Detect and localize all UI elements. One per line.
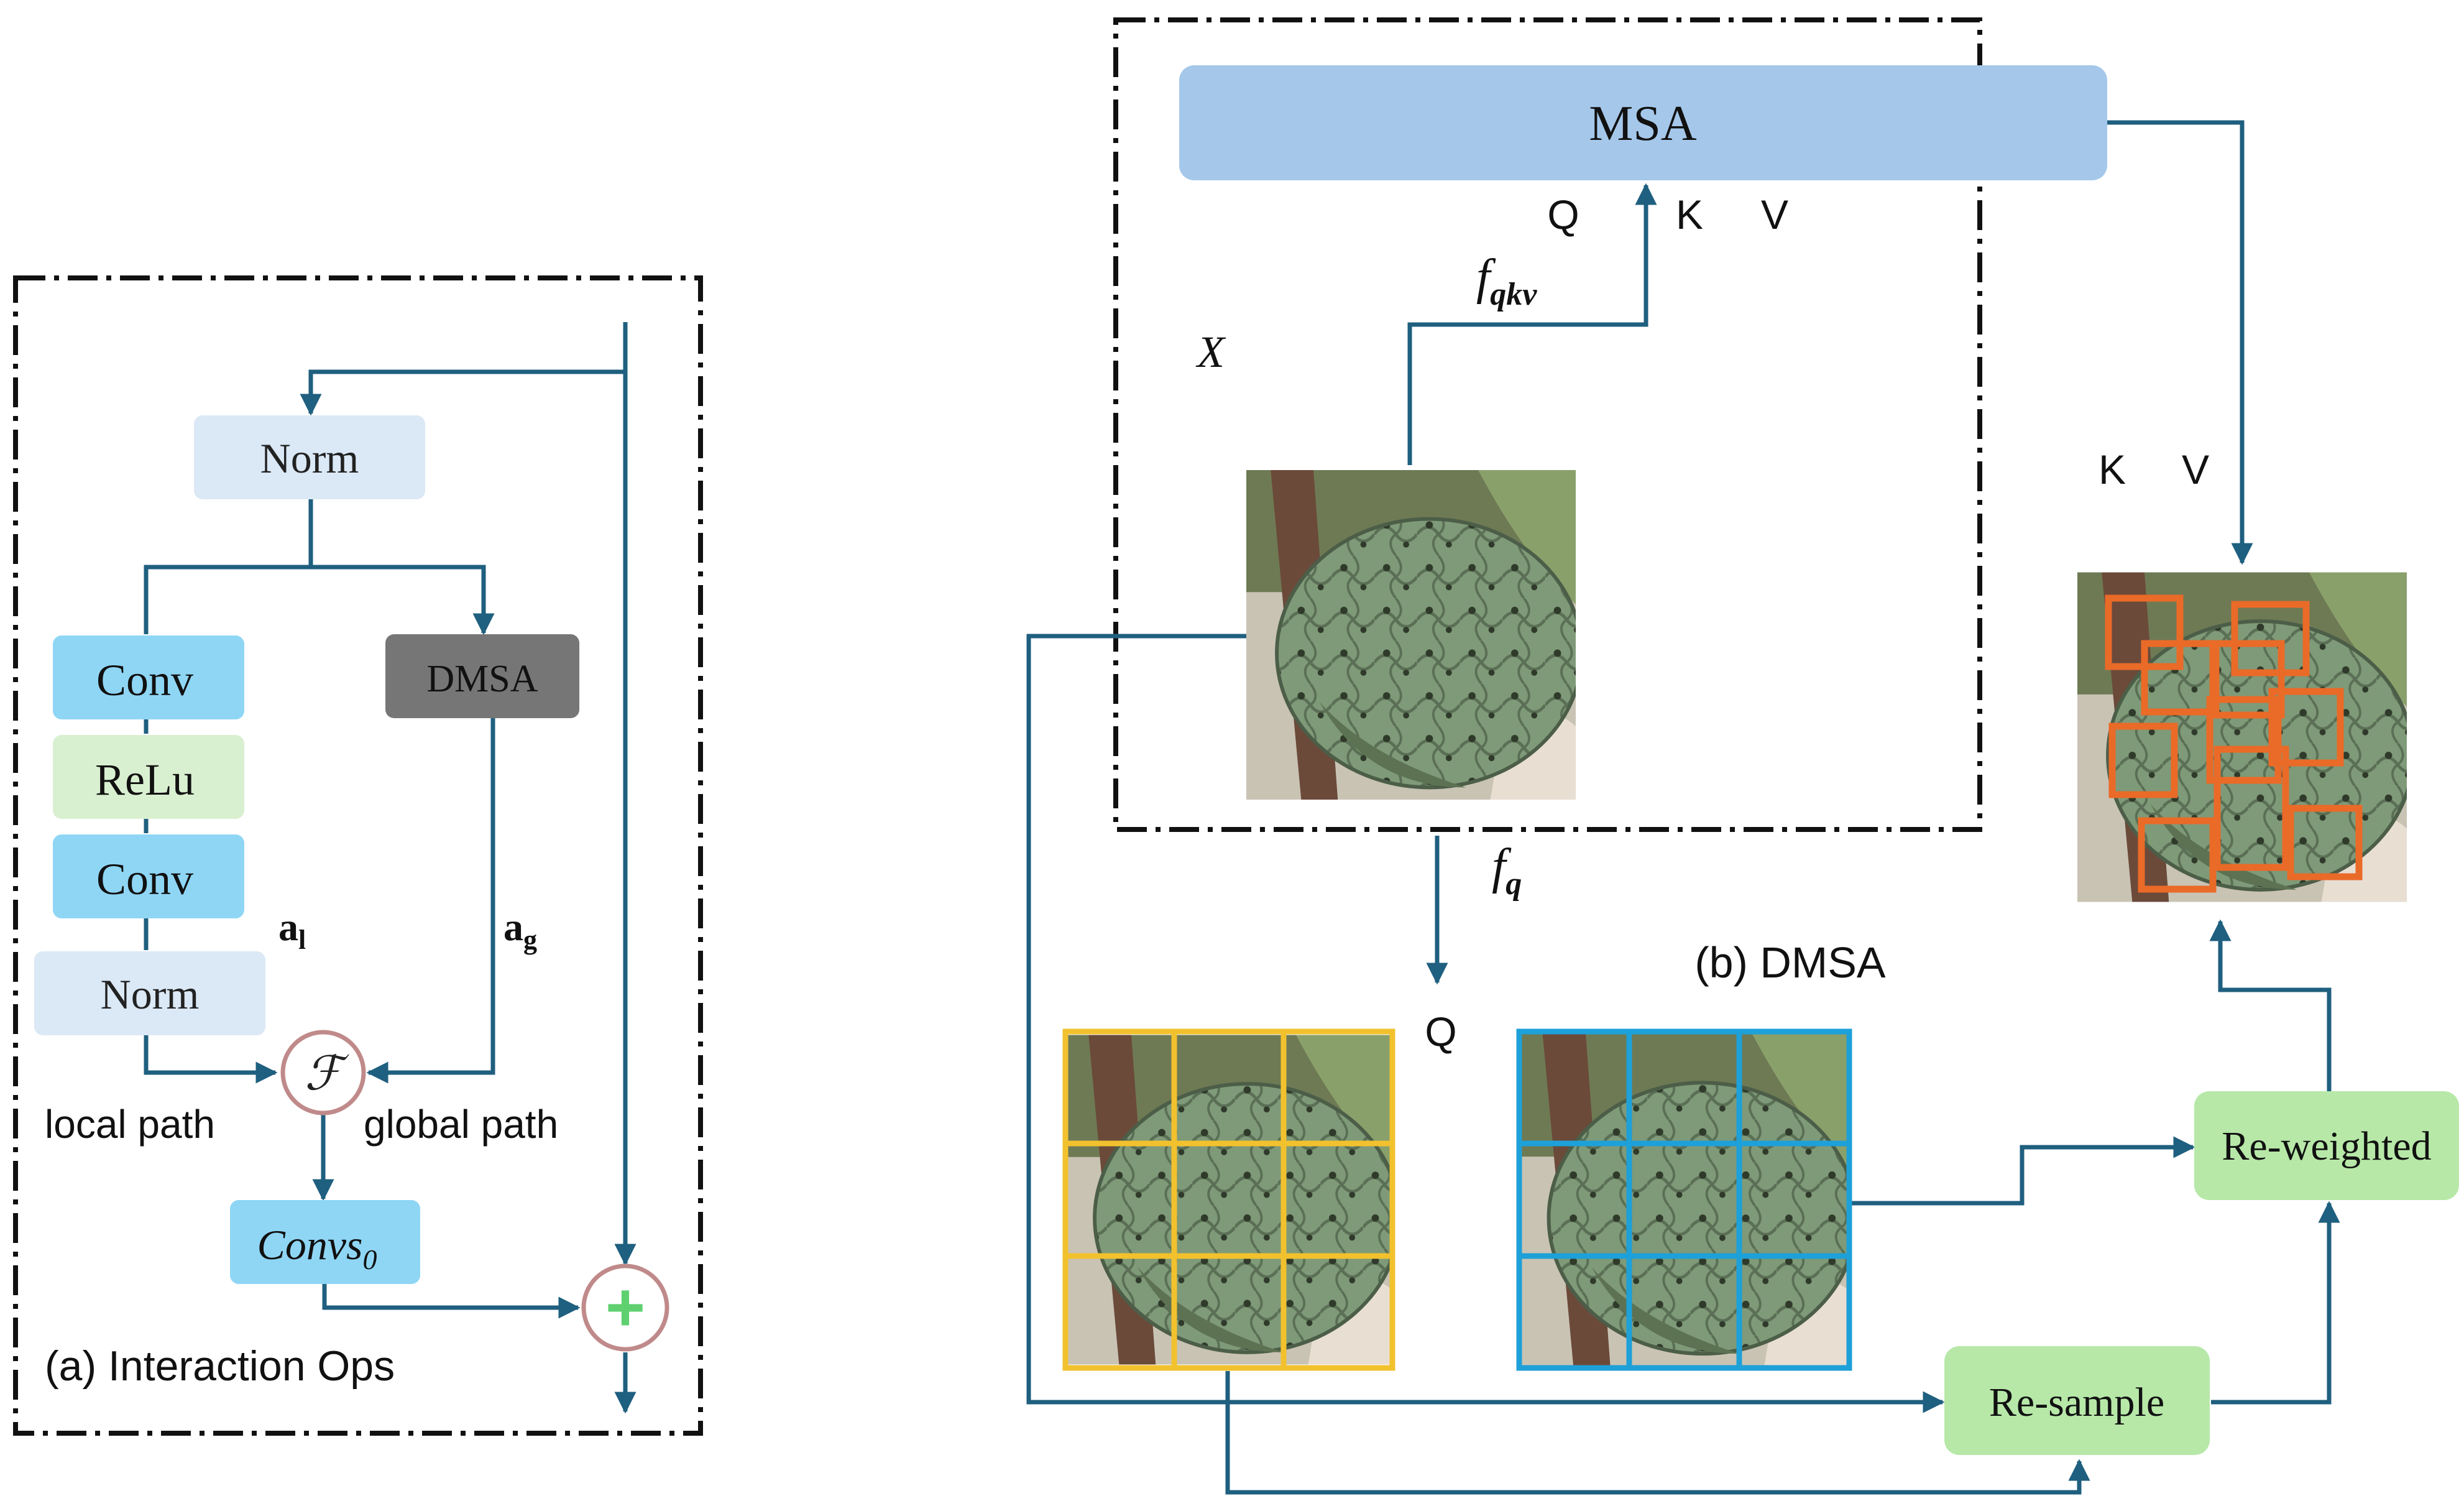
input-to-norm-arrow [300,369,625,416]
norm-local-box[interactable]: Norm [34,951,265,1035]
a-local-label: al [278,905,306,955]
panel-b-connectors [1026,120,2340,1495]
dmsa-label: DMSA [426,658,538,700]
split-to-dmsa-arrow [311,565,495,635]
reweighted-label: Re-weighted [2222,1124,2431,1169]
v-right-label: V [2182,446,2209,492]
msa-box[interactable]: MSA [1179,65,2107,180]
norm-top-box[interactable]: Norm [194,415,425,499]
dmsa-to-fuse-arrow [366,718,495,1084]
local-path-label: local path [45,1102,215,1147]
msa-to-sampled-arrow [2107,120,2253,565]
norm-top-label: Norm [260,435,359,482]
resample-box[interactable]: Re-sample [1944,1346,2210,1455]
conv1-label: Conv [96,655,193,705]
yellow-grid-to-resample-arrow [1225,1371,2090,1495]
conv2-label: Conv [96,854,193,904]
fqkv-label: fqkv [1476,250,1537,312]
input-feature-image [1246,470,1582,800]
q-top-label: Q [1547,192,1579,238]
local-to-fuse-arrow [144,1035,278,1084]
fq-label: fq [1492,839,1522,902]
reweighted-to-sampled-arrow [2209,919,2332,1091]
panel-a-connectors [144,322,637,1414]
panel-a-caption: (a) Interaction Ops [45,1342,395,1390]
k-top-label: K [1676,192,1703,238]
add-node[interactable]: + [581,1263,669,1352]
resample-label: Re-sample [1989,1380,2164,1425]
conv1-box[interactable]: Conv [53,635,244,719]
panel-b: MSA Q K V X fqkv fq Q K V (b) DMSA [1026,17,2459,1495]
resample-to-reweighted-arrow [2211,1201,2340,1405]
global-path-label: global path [364,1102,558,1147]
convs-to-add-arrow [322,1283,581,1319]
panel-b-inner-border [1113,17,1982,832]
convs-label: Convs0 [257,1221,377,1275]
blue-grid-to-reweighted-arrow [1850,1136,2195,1206]
norm-local-label: Norm [101,971,200,1018]
dmsa-box[interactable]: DMSA [385,634,579,718]
conv2-box[interactable]: Conv [53,834,244,918]
input-to-msa-arrow [1407,183,1657,465]
query-grid-image [1062,1028,1395,1371]
q-mid-label: Q [1425,1009,1456,1055]
panel-b-caption: (b) DMSA [1694,938,1886,987]
relu-box[interactable]: ReLu [53,735,244,819]
convs-box[interactable]: Convs0 [230,1200,420,1284]
split-to-conv-line [144,565,311,634]
reweighted-box[interactable]: Re-weighted [2194,1091,2459,1200]
x-label: X [1195,327,1226,377]
panel-a: Norm Conv ReLu Conv Norm DMSA al ag ℱ lo… [13,275,703,1436]
msa-label: MSA [1589,96,1697,151]
panel-a-border [13,275,703,1436]
reference-grid-image [1516,1028,1852,1371]
input-to-resample-arrow [1026,634,1945,1413]
sampled-patches-image [2077,573,2413,902]
fusion-node[interactable]: ℱ [280,1030,366,1115]
add-plus-icon: + [605,1269,645,1346]
v-top-label: V [1761,192,1788,238]
a-global-label: ag [503,905,537,955]
k-right-label: K [2099,446,2126,492]
relu-label: ReLu [95,755,195,805]
